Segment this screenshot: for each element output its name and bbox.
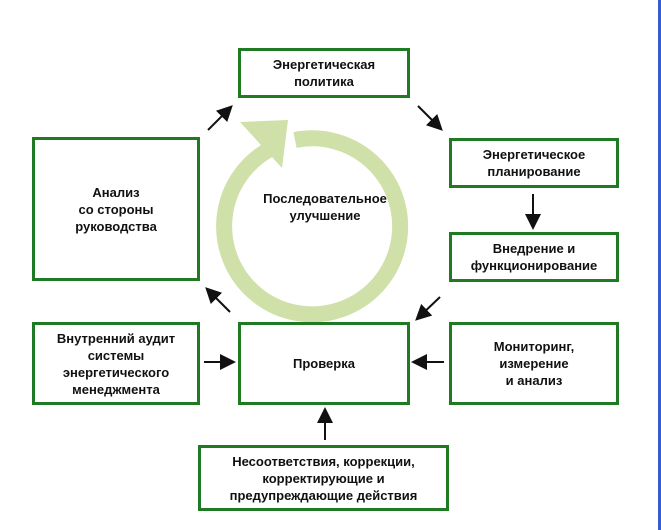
arrow-check-to-review bbox=[205, 287, 231, 313]
box-energy-policy: Энергетическая политика bbox=[238, 48, 410, 98]
box-management-review: Анализ со стороны руководства bbox=[32, 137, 200, 281]
box-implementation: Внедрение и функционирование bbox=[449, 232, 619, 282]
box-energy-planning: Энергетическое планирование bbox=[449, 138, 619, 188]
arrow-policy-to-planning bbox=[417, 105, 443, 131]
box-monitoring: Мониторинг, измерение и анализ bbox=[449, 322, 619, 405]
box-nonconformity: Несоответствия, коррекции, корректирующи… bbox=[198, 445, 449, 511]
arrow-review-to-policy bbox=[207, 105, 233, 131]
box-check: Проверка bbox=[238, 322, 410, 405]
improvement-cycle-icon bbox=[216, 120, 409, 323]
window-edge bbox=[658, 0, 661, 530]
continual-improvement-label: Последовательное улучшение bbox=[263, 191, 387, 223]
arrow-implementation-to-check bbox=[415, 296, 441, 321]
box-internal-audit: Внутренний аудит системы энергетического… bbox=[32, 322, 200, 405]
